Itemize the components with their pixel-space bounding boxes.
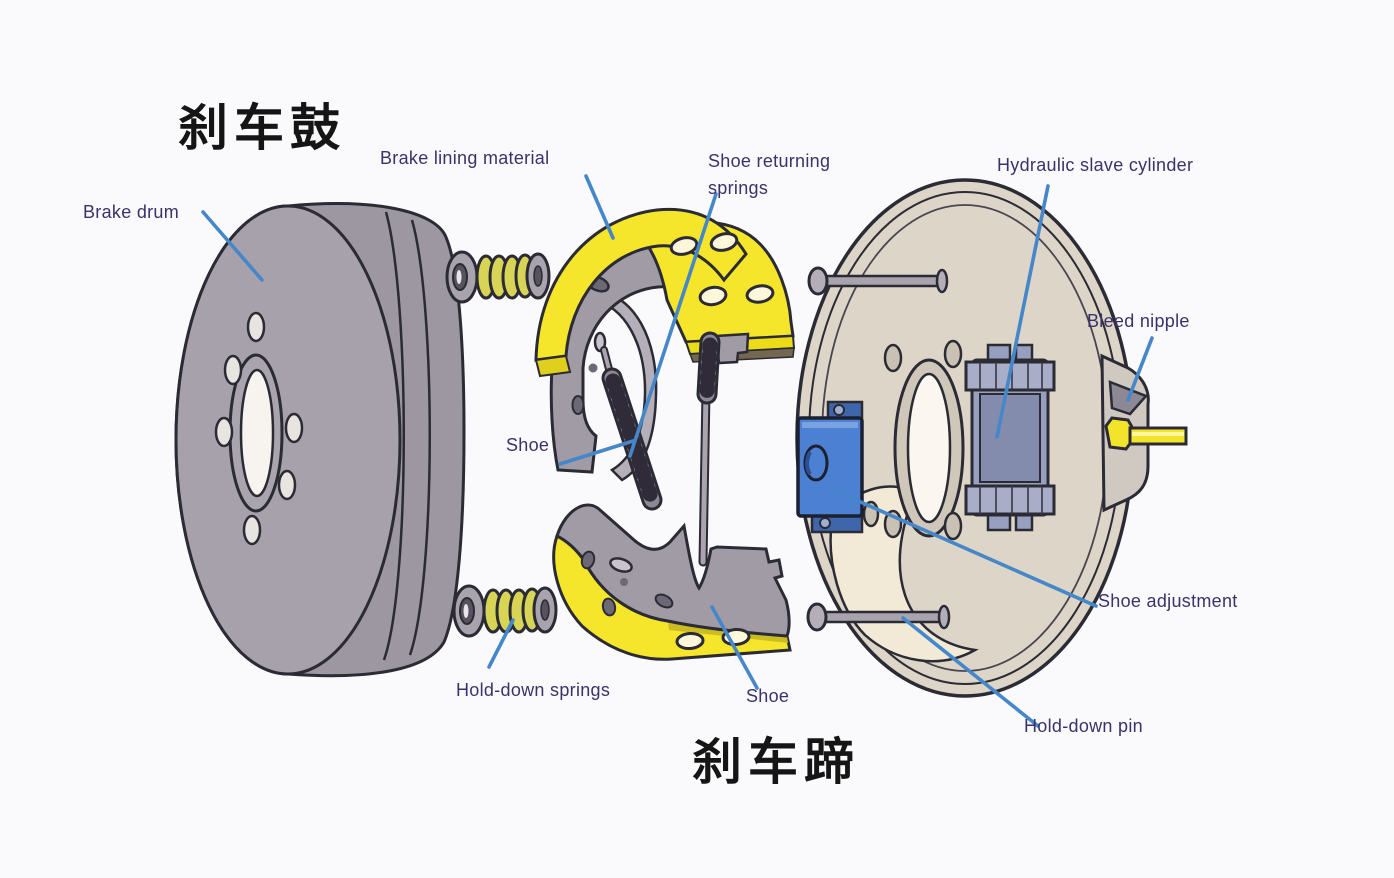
leader-shoe-adjustment (836, 490, 1098, 608)
leader-returning-springs (628, 192, 718, 458)
drum-lug-holes (214, 311, 304, 546)
shoe-return-springs (600, 331, 721, 567)
drum-hub-hole (239, 368, 275, 498)
lower-brake-shoe (552, 503, 792, 661)
leader-hold-down-pin (901, 616, 1040, 728)
hold-down-pin-top (807, 266, 949, 296)
shoe-adjuster-part (796, 400, 864, 534)
leader-brake-lining (584, 174, 615, 240)
plate-lug-holes (862, 339, 963, 541)
label-hold-down-pin: Hold-down pin (1024, 716, 1143, 736)
lining-rivet-holes (669, 232, 775, 307)
leader-lines (201, 174, 1154, 728)
label-shoe-adjustment: Shoe adjustment (1098, 591, 1238, 611)
leader-hydraulic-cylinder (995, 184, 1050, 439)
leader-shoe-upper (558, 439, 635, 466)
label-brake-lining: Brake lining material (380, 148, 550, 168)
backing-plate (795, 178, 1188, 698)
hold-down-spring-top (445, 250, 551, 304)
leader-shoe-lower (710, 605, 759, 690)
leader-hold-down-springs (487, 618, 515, 669)
brake-pipe (1104, 416, 1188, 451)
label-returning-springs: Shoe returning springs (708, 151, 831, 198)
label-bleed-nipple: Bleed nipple (1087, 311, 1190, 331)
leader-bleed-nipple (1126, 336, 1154, 402)
hold-down-pin-bottom (806, 602, 951, 632)
hold-down-spring-bottom (452, 584, 558, 638)
label-hold-down-springs: Hold-down springs (456, 680, 611, 700)
label-brake-drum: Brake drum (83, 202, 180, 222)
brake-drum (174, 202, 466, 678)
label-shoe-lower: Shoe (746, 686, 790, 706)
title-brake-shoe-cn: 刹车蹄 (692, 733, 860, 791)
title-brake-drum-cn: 刹车鼓 (178, 99, 346, 157)
label-hydraulic-cylinder: Hydraulic slave cylinder (997, 155, 1194, 175)
hydraulic-slave-cylinder-part (964, 343, 1056, 532)
leader-brake-drum (201, 210, 264, 282)
cylinder-cap-bottom (964, 484, 1056, 516)
label-shoe-upper: Shoe (506, 435, 550, 455)
